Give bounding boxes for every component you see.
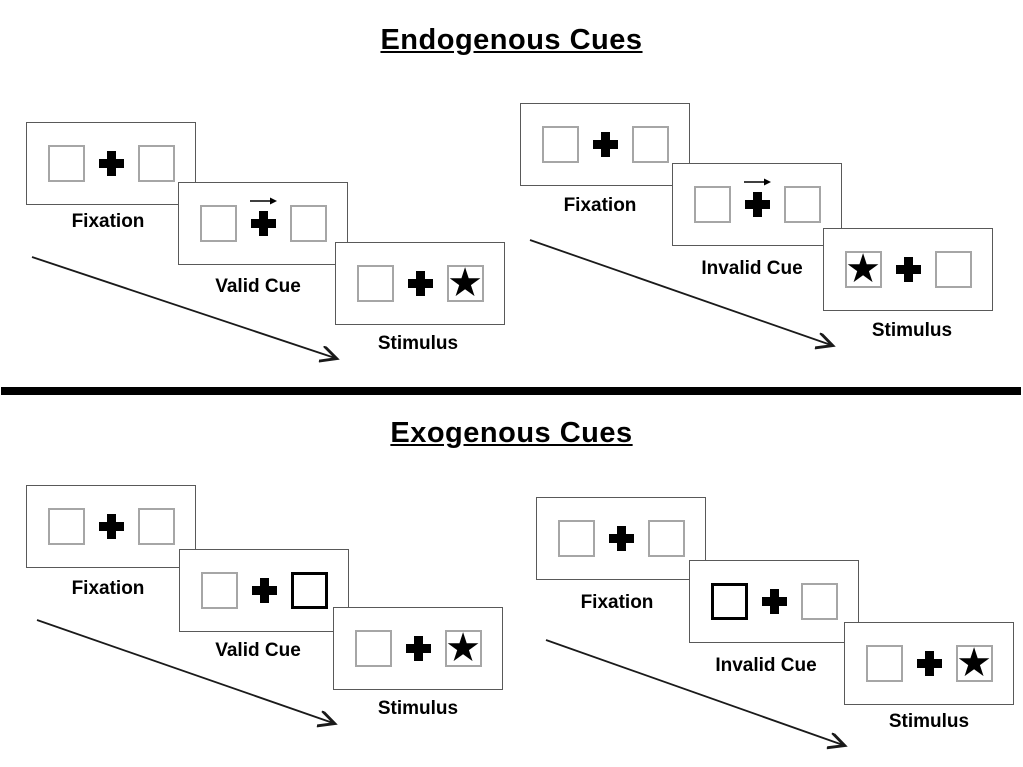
section-title-exogenous: Exogenous Cues [390,417,633,449]
fixation-cross-icon [916,651,942,676]
fixation-panel [520,103,690,186]
right-arrow-icon [250,197,277,205]
right-box [934,251,972,288]
panel-label: Stimulus [377,698,459,719]
target-box: ★ [844,245,882,292]
valid-cue-panel [178,182,348,265]
sequence-arrow-icon [31,256,345,366]
fixation-cross-icon [98,514,124,539]
panel-label: Stimulus [871,320,953,341]
fixation-cross-icon [98,151,124,176]
target-box: ★ [446,259,484,306]
fixation-cross-icon [608,526,634,551]
star-icon: ★ [956,639,992,686]
section-divider [1,387,1021,395]
left-box [200,572,238,609]
target-box: ★ [955,639,993,686]
fixation-cross-icon [250,197,277,236]
panel-label: Fixation [580,592,654,613]
left-box [47,145,85,182]
right-box [647,520,685,557]
invalid-cue-panel [689,560,859,643]
panel-label: Invalid Cue [701,258,803,279]
right-box [783,186,821,223]
right-box [800,583,838,620]
star-icon: ★ [447,259,483,306]
panel-label: Invalid Cue [715,655,817,676]
right-box [137,508,175,545]
target-box: ★ [444,624,482,671]
fixation-cross-icon [761,589,787,614]
sequence-arrow-icon [36,619,343,729]
right-arrow-icon [744,178,771,186]
invalid-cue-panel [672,163,842,246]
panel-label: Fixation [71,578,145,599]
left-box [865,645,903,682]
section-title-endogenous: Endogenous Cues [380,24,643,56]
stimulus-panel: ★ [333,607,503,690]
left-box [47,508,85,545]
panel-label: Stimulus [377,333,459,354]
fixation-cross-icon [895,257,921,282]
left-box [199,205,237,242]
left-box [354,630,392,667]
star-icon: ★ [445,624,481,671]
right-box [289,205,327,242]
fixation-cross-icon [405,636,431,661]
left-box [557,520,595,557]
sequence-arrow-icon [545,639,853,751]
cue-highlight-box [710,583,748,620]
fixation-cross-icon [407,271,433,296]
right-box [137,145,175,182]
star-icon: ★ [845,245,881,292]
stimulus-panel: ★ [823,228,993,311]
stimulus-panel: ★ [844,622,1014,705]
left-box [693,186,731,223]
fixation-panel [26,485,196,568]
panel-label: Valid Cue [215,276,301,297]
panel-label: Fixation [563,195,637,216]
stimulus-panel: ★ [335,242,505,325]
valid-cue-panel [179,549,349,632]
sequence-arrow-icon [529,239,841,351]
panel-label: Stimulus [888,711,970,732]
fixation-panel [26,122,196,205]
panel-label: Fixation [71,211,145,232]
fixation-cross-icon [744,178,771,217]
cue-highlight-box [290,572,328,609]
left-box [541,126,579,163]
fixation-cross-icon [592,132,618,157]
right-box [631,126,669,163]
fixation-panel [536,497,706,580]
fixation-cross-icon [251,578,277,603]
panel-label: Valid Cue [215,640,301,661]
left-box [356,265,394,302]
